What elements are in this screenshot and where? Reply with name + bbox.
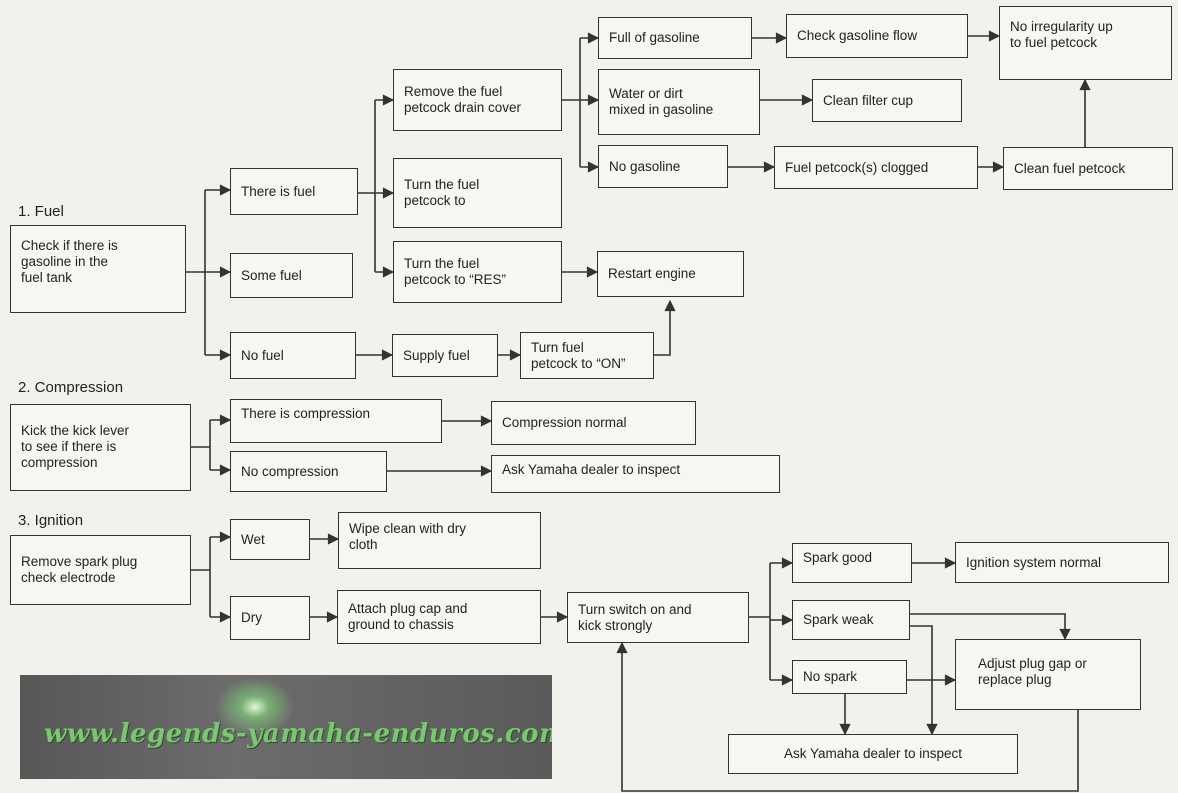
- box-restart-engine: Restart engine: [597, 251, 744, 297]
- box-compression-normal: Compression normal: [491, 401, 696, 445]
- box-no-compression: No compression: [230, 451, 387, 492]
- box-turn-petcock-res: Turn the fuel petcock to “RES”: [393, 241, 562, 303]
- box-remove-spark-plug: Remove spark plug check electrode: [10, 535, 191, 605]
- box-check-gasoline-flow: Check gasoline flow: [786, 14, 968, 58]
- box-wet: Wet: [230, 519, 310, 560]
- box-full-of-gasoline: Full of gasoline: [598, 17, 752, 59]
- box-ignition-ask-dealer: Ask Yamaha dealer to inspect: [728, 734, 1018, 774]
- box-check-fuel-tank: Check if there is gasoline in the fuel t…: [10, 225, 186, 313]
- box-water-or-dirt: Water or dirt mixed in gasoline: [598, 69, 760, 135]
- box-no-irregularity: No irregularity up to fuel petcock: [999, 6, 1172, 80]
- box-there-is-fuel: There is fuel: [230, 168, 358, 215]
- box-some-fuel: Some fuel: [230, 253, 353, 298]
- watermark-glow: [215, 677, 295, 737]
- box-clean-fuel-petcock: Clean fuel petcock: [1003, 147, 1173, 190]
- box-turn-petcock-on: Turn fuel petcock to “ON”: [520, 332, 654, 379]
- box-petcock-clogged: Fuel petcock(s) clogged: [774, 146, 978, 189]
- box-attach-plug-cap: Attach plug cap and ground to chassis: [337, 590, 541, 644]
- box-dry: Dry: [230, 596, 310, 640]
- heading-fuel: 1. Fuel: [18, 203, 64, 220]
- heading-ignition: 3. Ignition: [18, 512, 84, 529]
- box-clean-filter-cup: Clean filter cup: [812, 79, 962, 122]
- box-turn-petcock-to: Turn the fuel petcock to: [393, 158, 562, 228]
- box-kick-lever: Kick the kick lever to see if there is c…: [10, 404, 191, 491]
- box-remove-drain-cover: Remove the fuel petcock drain cover: [393, 69, 562, 131]
- heading-compression: 2. Compression: [18, 379, 124, 396]
- box-spark-good: Spark good: [792, 543, 912, 583]
- box-no-fuel: No fuel: [230, 332, 356, 379]
- box-ignition-normal: Ignition system normal: [955, 542, 1169, 583]
- watermark-banner: www.legends-yamaha-enduros.com: [20, 675, 552, 779]
- box-no-gasoline: No gasoline: [598, 145, 728, 188]
- box-wipe-clean: Wipe clean with dry cloth: [338, 512, 541, 569]
- box-spark-weak: Spark weak: [792, 600, 910, 640]
- box-turn-switch-on: Turn switch on and kick strongly: [567, 592, 749, 643]
- box-there-is-compression: There is compression: [230, 399, 442, 443]
- watermark-text: www.legends-yamaha-enduros.com: [44, 719, 552, 749]
- box-adjust-plug-gap: Adjust plug gap or replace plug: [955, 639, 1141, 710]
- box-supply-fuel: Supply fuel: [392, 334, 498, 377]
- box-compression-ask-dealer: Ask Yamaha dealer to inspect: [491, 455, 780, 493]
- box-no-spark: No spark: [792, 660, 907, 694]
